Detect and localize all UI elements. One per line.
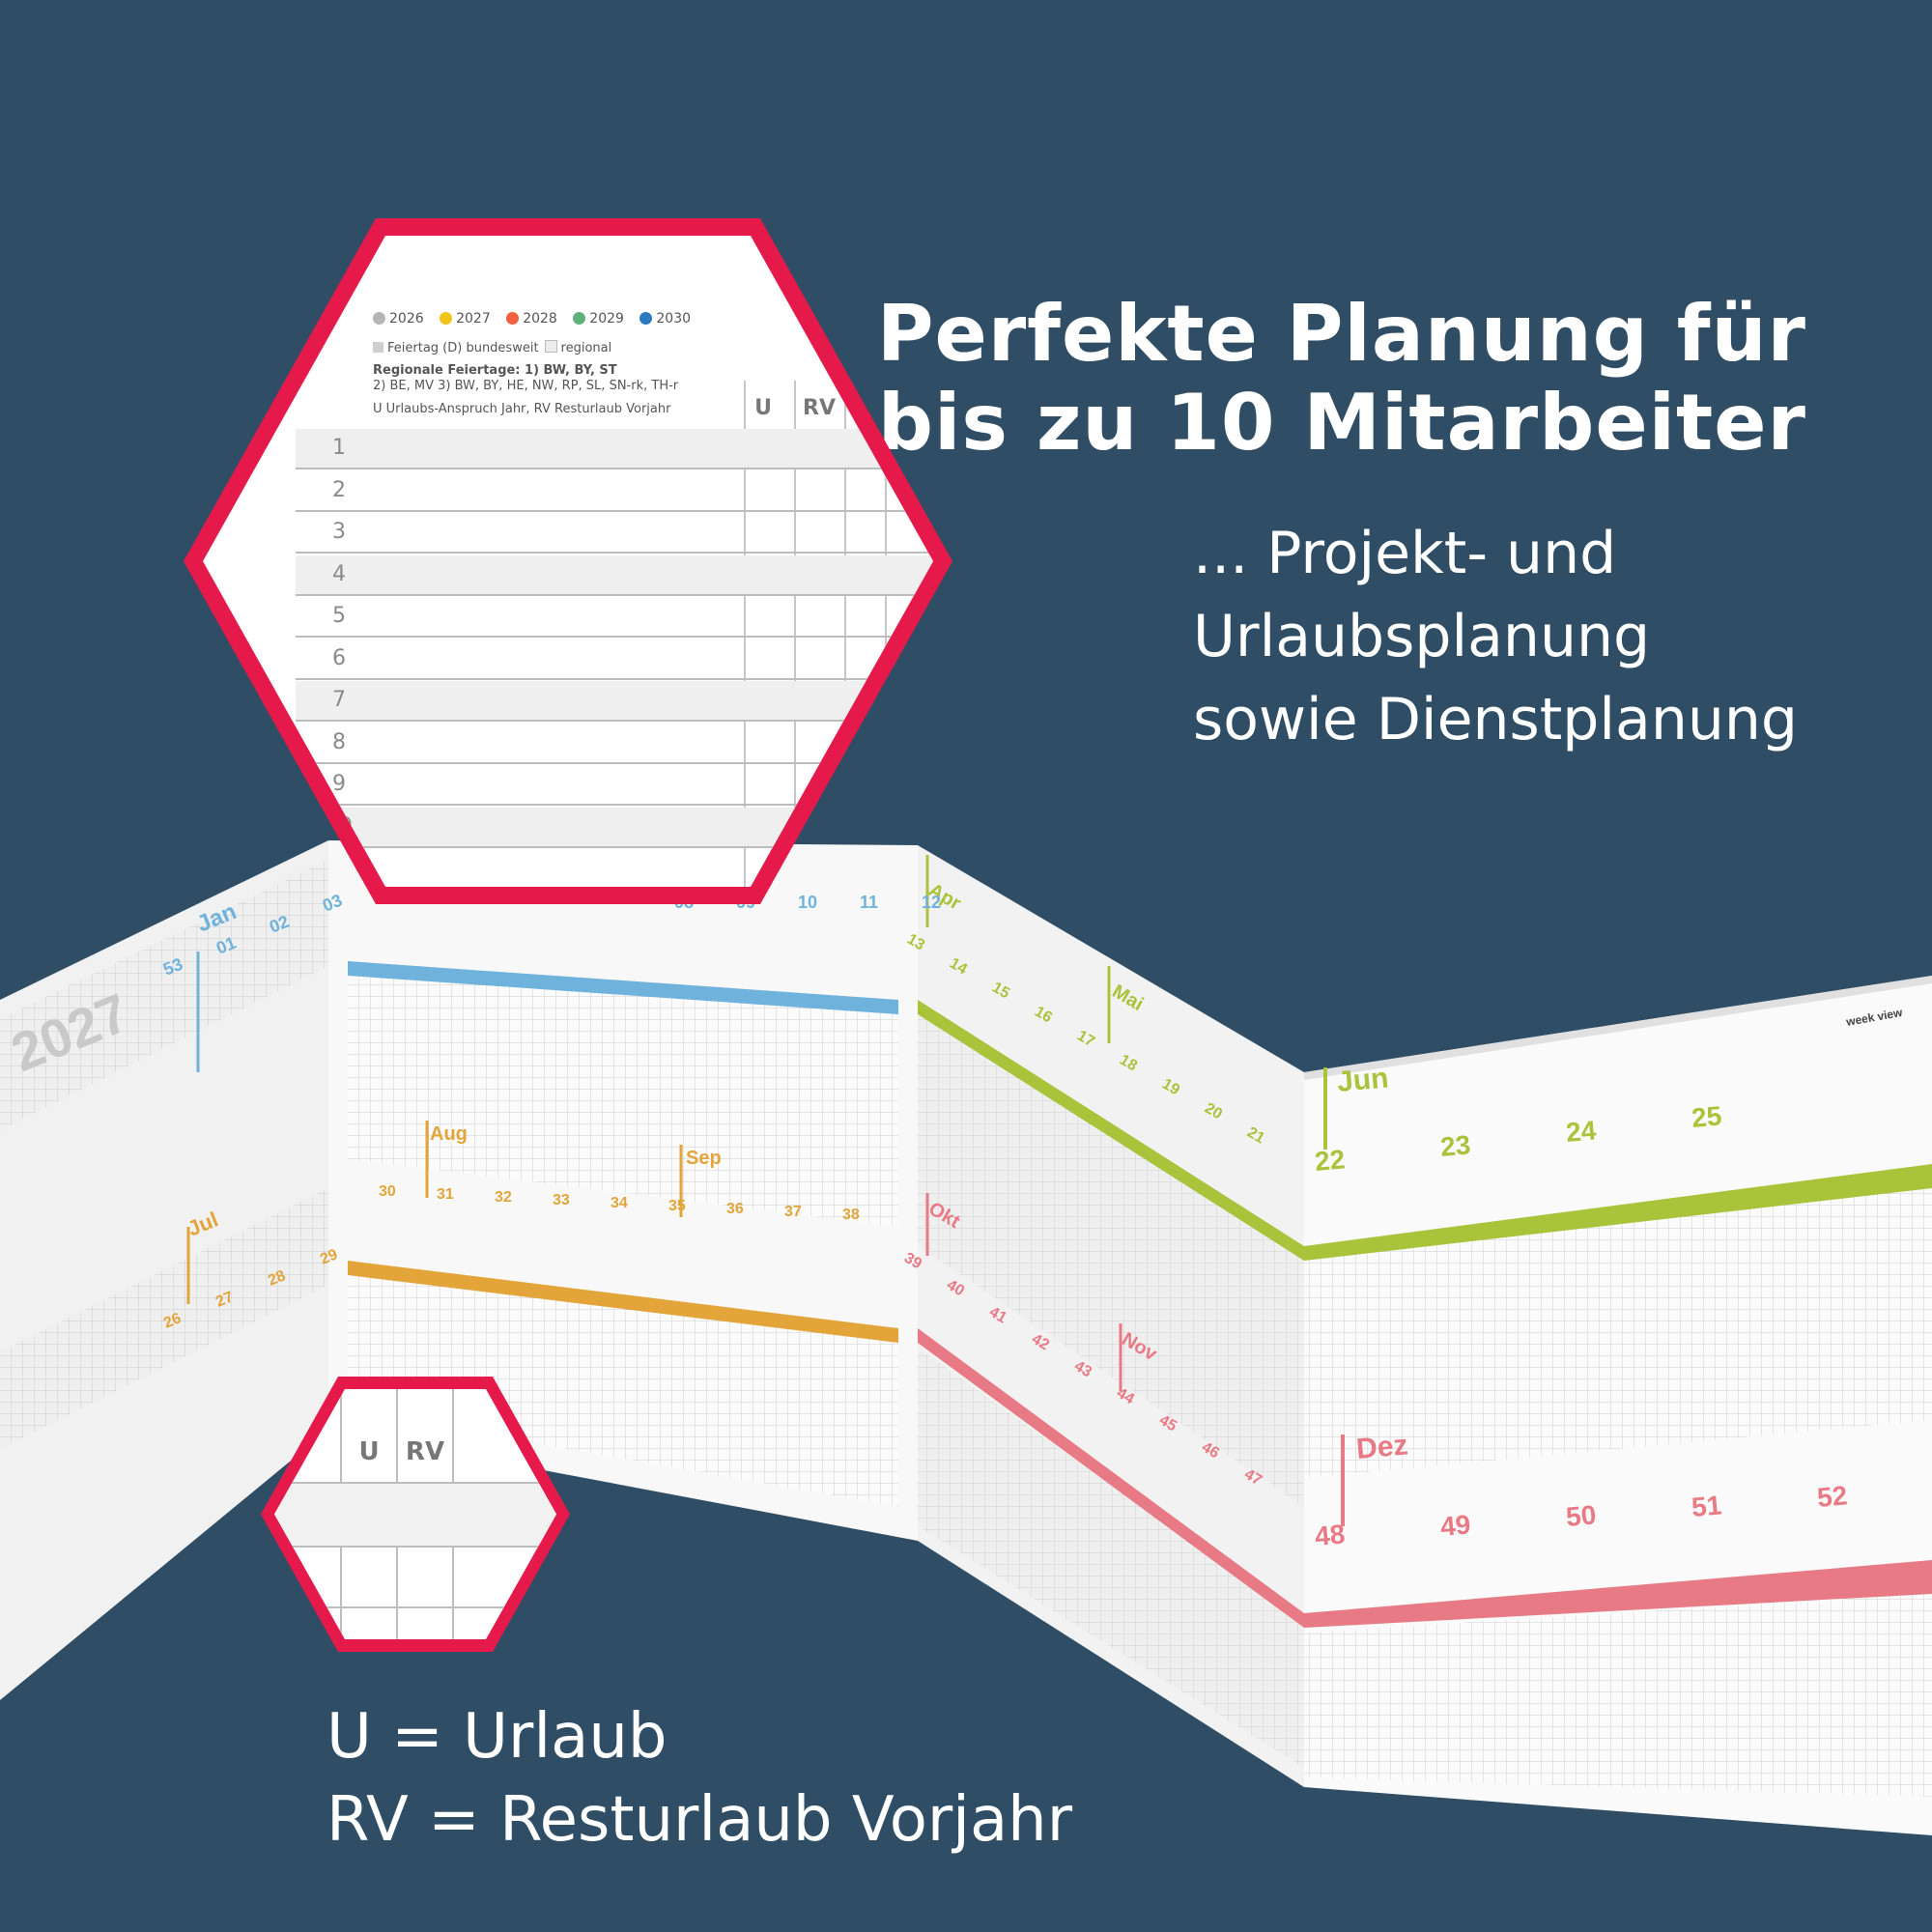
week-number: 11 [860, 893, 878, 912]
row-number: 3 [332, 520, 346, 544]
employee-row[interactable]: 7 [296, 681, 933, 722]
employee-row[interactable]: 1 [296, 429, 933, 469]
employee-row[interactable]: 9 [296, 765, 933, 806]
employee-row[interactable]: 6 [296, 639, 933, 680]
subline-line-2: Urlaubsplanung [1193, 603, 1651, 670]
subline-line-3: sowie Dienstplanung [1193, 686, 1798, 753]
subline: ... Projekt- und Urlaubsplanung sowie Di… [1193, 512, 1889, 761]
month-label: Jun [1336, 1062, 1390, 1098]
zoom-small-content: U RV [274, 1389, 556, 1639]
row-number: 8 [332, 729, 346, 754]
subline-line-1: ... Projekt- und [1193, 520, 1617, 587]
band-orange [348, 1261, 898, 1343]
week-number: 19 [1159, 1076, 1182, 1099]
zoom-content: 2026 2027 2028 2029 2030 Feiertag (D) bu… [203, 236, 933, 887]
band-green [918, 1000, 1304, 1261]
week-number: 21 [1244, 1124, 1267, 1148]
row-number: 4 [332, 561, 346, 586]
week-number: 29 [318, 1246, 340, 1267]
row-number: 5 [332, 604, 346, 628]
week-number: 43 [1071, 1358, 1094, 1381]
week-number: 41 [986, 1304, 1009, 1327]
week-number: 27 [213, 1289, 236, 1310]
month-label: Dez [1355, 1429, 1409, 1465]
legend: U = Urlaub RV = Resturlaub Vorjahr [327, 1695, 1196, 1861]
week-number: 17 [1074, 1028, 1097, 1051]
week-number: 18 [1117, 1052, 1140, 1075]
week-number: 24 [1565, 1115, 1598, 1148]
week-number: 10 [798, 893, 817, 912]
week-number: 14 [947, 955, 970, 979]
year-2029: 2029 [573, 311, 624, 327]
week-number: 35 [668, 1198, 686, 1214]
week-number: 20 [1202, 1100, 1225, 1123]
week-number: 47 [1241, 1466, 1264, 1490]
year-2026: 2026 [373, 311, 424, 327]
week-number: 39 [901, 1250, 924, 1273]
zoom-hexagon-large: 2026 2027 2028 2029 2030 Feiertag (D) bu… [184, 218, 952, 904]
headline-line-2: bis zu 10 Mitarbeiter [877, 378, 1806, 468]
week-number: 50 [1565, 1499, 1598, 1532]
small-col-header-rv: RV [405, 1437, 445, 1466]
row-number: 6 [332, 645, 346, 670]
row-number: 7 [332, 688, 346, 712]
week-number: 31 [437, 1186, 454, 1203]
row-number: 2 [332, 477, 346, 502]
employee-row[interactable]: 5 [296, 597, 933, 638]
headline-line-1: Perfekte Planung für [876, 289, 1806, 379]
band-blue [348, 961, 898, 1014]
employee-row[interactable]: 4 [296, 554, 933, 596]
employee-row[interactable]: 2 [296, 471, 933, 512]
year-2030: 2030 [639, 311, 691, 327]
week-number: 36 [726, 1201, 744, 1217]
week-number: 40 [944, 1277, 967, 1300]
week-number: 52 [1816, 1480, 1849, 1513]
week-number: 45 [1156, 1412, 1179, 1435]
year-2028: 2028 [506, 311, 557, 327]
band-red [918, 1328, 1304, 1628]
regional-line-2: 2) BE, MV 3) BW, BY, HE, NW, RP, SL, SN-… [373, 379, 679, 393]
employee-row[interactable]: 8 [296, 724, 933, 764]
regional-swatch [544, 340, 557, 353]
employee-row[interactable]: 3 [296, 513, 933, 554]
week-number: 26 [161, 1310, 184, 1331]
year-legend: 2026 2027 2028 2029 2030 [373, 311, 702, 327]
u-rv-explanation: U Urlaubs-Anspruch Jahr, RV Resturlaub V… [373, 402, 671, 416]
week-number: 12 [922, 893, 941, 912]
week-number: 22 [1314, 1144, 1347, 1177]
week-number: 44 [1114, 1385, 1137, 1408]
week-number: 25 [1690, 1100, 1723, 1133]
week-number: 33 [553, 1192, 570, 1208]
row-number: 1 [332, 436, 346, 460]
legend-u: U = Urlaub [327, 1701, 668, 1773]
week-number: 48 [1314, 1519, 1347, 1551]
week-number: 32 [495, 1189, 512, 1206]
week-number: 49 [1439, 1509, 1472, 1542]
col-header-rv: RV [803, 396, 836, 420]
week-number: 13 [904, 931, 927, 954]
regional-line-1: Regionale Feiertage: 1) BW, BY, ST [373, 363, 617, 378]
small-col-header-u: U [358, 1437, 380, 1466]
headline: Perfekte Planung für bis zu 10 Mitarbeit… [744, 290, 1806, 468]
week-number: 15 [989, 980, 1012, 1003]
week-number: 42 [1029, 1331, 1052, 1354]
year-2027: 2027 [440, 311, 491, 327]
week-number: 37 [784, 1204, 802, 1220]
holiday-swatch [373, 342, 384, 353]
week-number: 30 [379, 1183, 396, 1200]
week-number: 34 [611, 1195, 628, 1211]
legend-rv: RV = Resturlaub Vorjahr [327, 1784, 1073, 1856]
week-number: 28 [266, 1267, 288, 1289]
col-header-u: U [754, 396, 772, 420]
week-number: 23 [1439, 1129, 1472, 1162]
week-number: 46 [1199, 1439, 1222, 1463]
month-label: Aug [430, 1123, 468, 1145]
month-label: Sep [686, 1148, 722, 1169]
row-number: 9 [332, 772, 346, 796]
week-number: 38 [842, 1207, 860, 1223]
week-number: 16 [1032, 1004, 1055, 1027]
week-number: 51 [1690, 1490, 1723, 1522]
